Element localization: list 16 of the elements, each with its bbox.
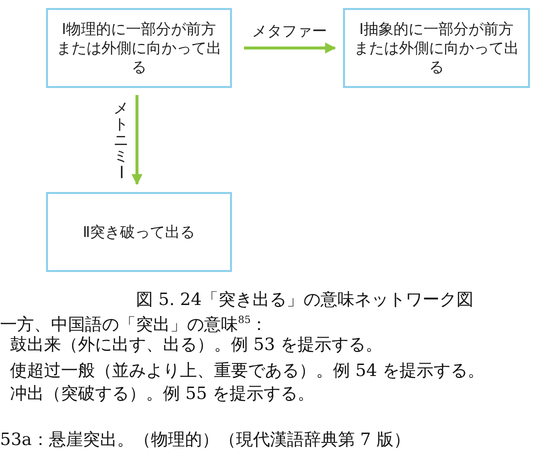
- text-box: [46, 8, 232, 88]
- arrow: [132, 95, 142, 186]
- arrow: [244, 42, 336, 54]
- figure-caption: 図 5. 24「突き出る」の意味ネットワーク図: [136, 290, 474, 310]
- text-box: [46, 192, 232, 272]
- text-line: 一方、中国語の「突出」の意味$^{85}$：: [0, 315, 268, 335]
- edge-label: メタファー: [252, 23, 327, 40]
- box-text: Ⅱ突き破って出る: [82, 222, 196, 242]
- edge-label: メトニミー: [113, 100, 129, 180]
- text-box: [343, 8, 530, 88]
- box-text: Ⅰ抽象的に一部分が前方または外側に向かって出る: [354, 20, 520, 76]
- text-line: 冲出（突破する）。例 55 を提示する。: [10, 384, 314, 404]
- box-text: Ⅰ物理的に一部分が前方または外側に向かって出る: [56, 20, 222, 76]
- text-line: 53a：悬崖突出。（物理的）（現代漢語辞典第 7 版）: [0, 430, 410, 450]
- text-line: 使超过一般（並みより上、重要である）。例 54 を提示する。: [10, 361, 484, 381]
- text-line: 鼓出来（外に出す、出る）。例 53 を提示する。: [10, 335, 382, 355]
